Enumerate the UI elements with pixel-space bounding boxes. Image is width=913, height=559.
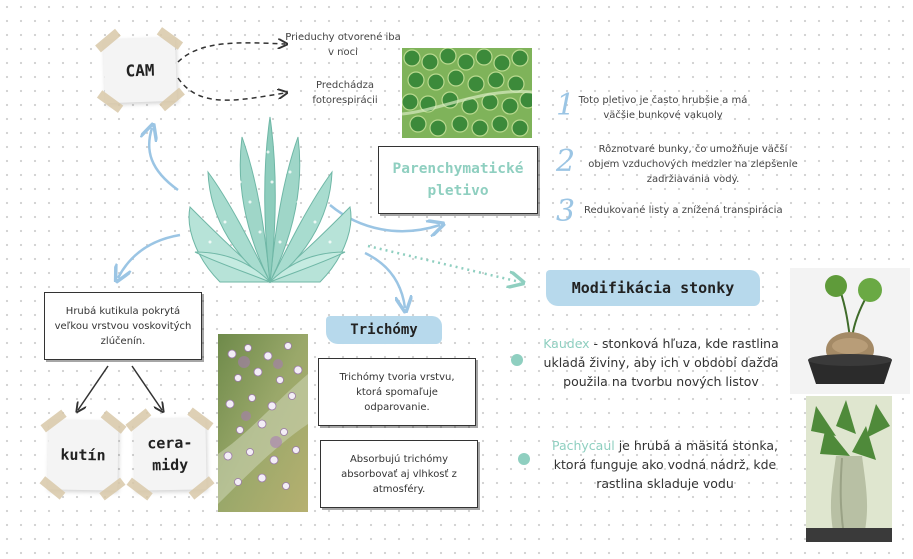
caudex-bullet: [511, 354, 523, 366]
arrow-plant-to-cam: [149, 128, 179, 192]
cuticle-box: Hrubá kutikula pokrytá veľkou vrstvou vo…: [44, 292, 202, 360]
parenchyma-point-1: Toto pletivo je často hrubšie a má väčši…: [578, 95, 748, 121]
parenchyma-number-3: 3: [556, 194, 576, 229]
parenchyma-title: Parenchymatické pletivo: [392, 161, 524, 199]
stem-title-brush: Modifikácia stonky: [546, 270, 760, 306]
trichomes-title-brush: Trichómy: [326, 316, 442, 344]
pachycaul-bullet: [518, 453, 530, 465]
kutin-note: kutín: [39, 409, 127, 501]
caudex-photo: [790, 268, 910, 394]
cam-note: CAM: [95, 27, 185, 113]
pachycaul-term: Pachycaul: [551, 438, 615, 453]
cam-note-photorespiration: Predchádza fotorespirácii: [312, 80, 378, 106]
caudex-description: - stonková hľuza, kde rastlina ukladá ži…: [543, 336, 779, 389]
trichome-photo: [218, 334, 308, 512]
cam-label: CAM: [125, 60, 155, 80]
arrow-cam-to-photorespiration: [177, 77, 285, 101]
trichomes-note-1-box: Trichómy tvoria vrstvu, ktorá spomaľuje …: [318, 358, 476, 426]
parenchyma-number-2: 2: [556, 144, 576, 179]
pachycaul-text: Pachycaul je hrubá a mäsitá stonka, ktor…: [540, 436, 790, 493]
trichomes-note-2: Absorbujú trichómy absorbovať aj vlhkosť…: [341, 453, 457, 495]
trichomes-note-2-box: Absorbujú trichómy absorbovať aj vlhkosť…: [320, 440, 478, 508]
caudex-text: Kaudex - stonková hľuza, kde rastlina uk…: [530, 334, 792, 391]
cuticle-text: Hrubá kutikula pokrytá veľkou vrstvou vo…: [54, 305, 192, 347]
caudex-term: Kaudex: [543, 336, 590, 351]
parenchyma-point-3: Redukované listy a znížená transpirácia: [584, 205, 783, 216]
ceramidy-label: cera-midy: [147, 433, 193, 475]
pachycaul-photo: [806, 396, 892, 542]
parenchyma-number-1: 1: [556, 88, 576, 123]
parenchyma-photo: [402, 48, 532, 138]
arrow-plant-to-cuticle: [118, 233, 181, 278]
succulent-illustration: [180, 112, 360, 292]
trichomes-title: Trichómy: [350, 322, 418, 338]
arrow-cam-to-stomata: [177, 43, 285, 63]
parenchyma-title-box: Parenchymatické pletivo: [378, 146, 538, 214]
parenchyma-point-2: Rôznotvaré bunky, čo umožňuje väčší obje…: [588, 144, 798, 185]
ceramidy-note: cera-midy: [125, 407, 215, 501]
arrow-cuticle-to-ceramidy: [131, 365, 162, 410]
cam-note-stomata: Prieduchy otvorené iba v noci: [285, 32, 401, 58]
arrow-plant-to-stem: [367, 244, 520, 282]
arrow-plant-to-trichomes: [364, 251, 405, 308]
kutin-label: kutín: [60, 445, 106, 465]
trichomes-note-1: Trichómy tvoria vrstvu, ktorá spomaľuje …: [339, 371, 455, 413]
arrow-cuticle-to-kutin: [78, 365, 109, 410]
pachycaul-description: je hrubá a mäsitá stonka, ktorá funguje …: [553, 438, 779, 491]
stem-title: Modifikácia stonky: [571, 279, 735, 297]
arrow-plant-to-parenchyma: [329, 204, 440, 231]
